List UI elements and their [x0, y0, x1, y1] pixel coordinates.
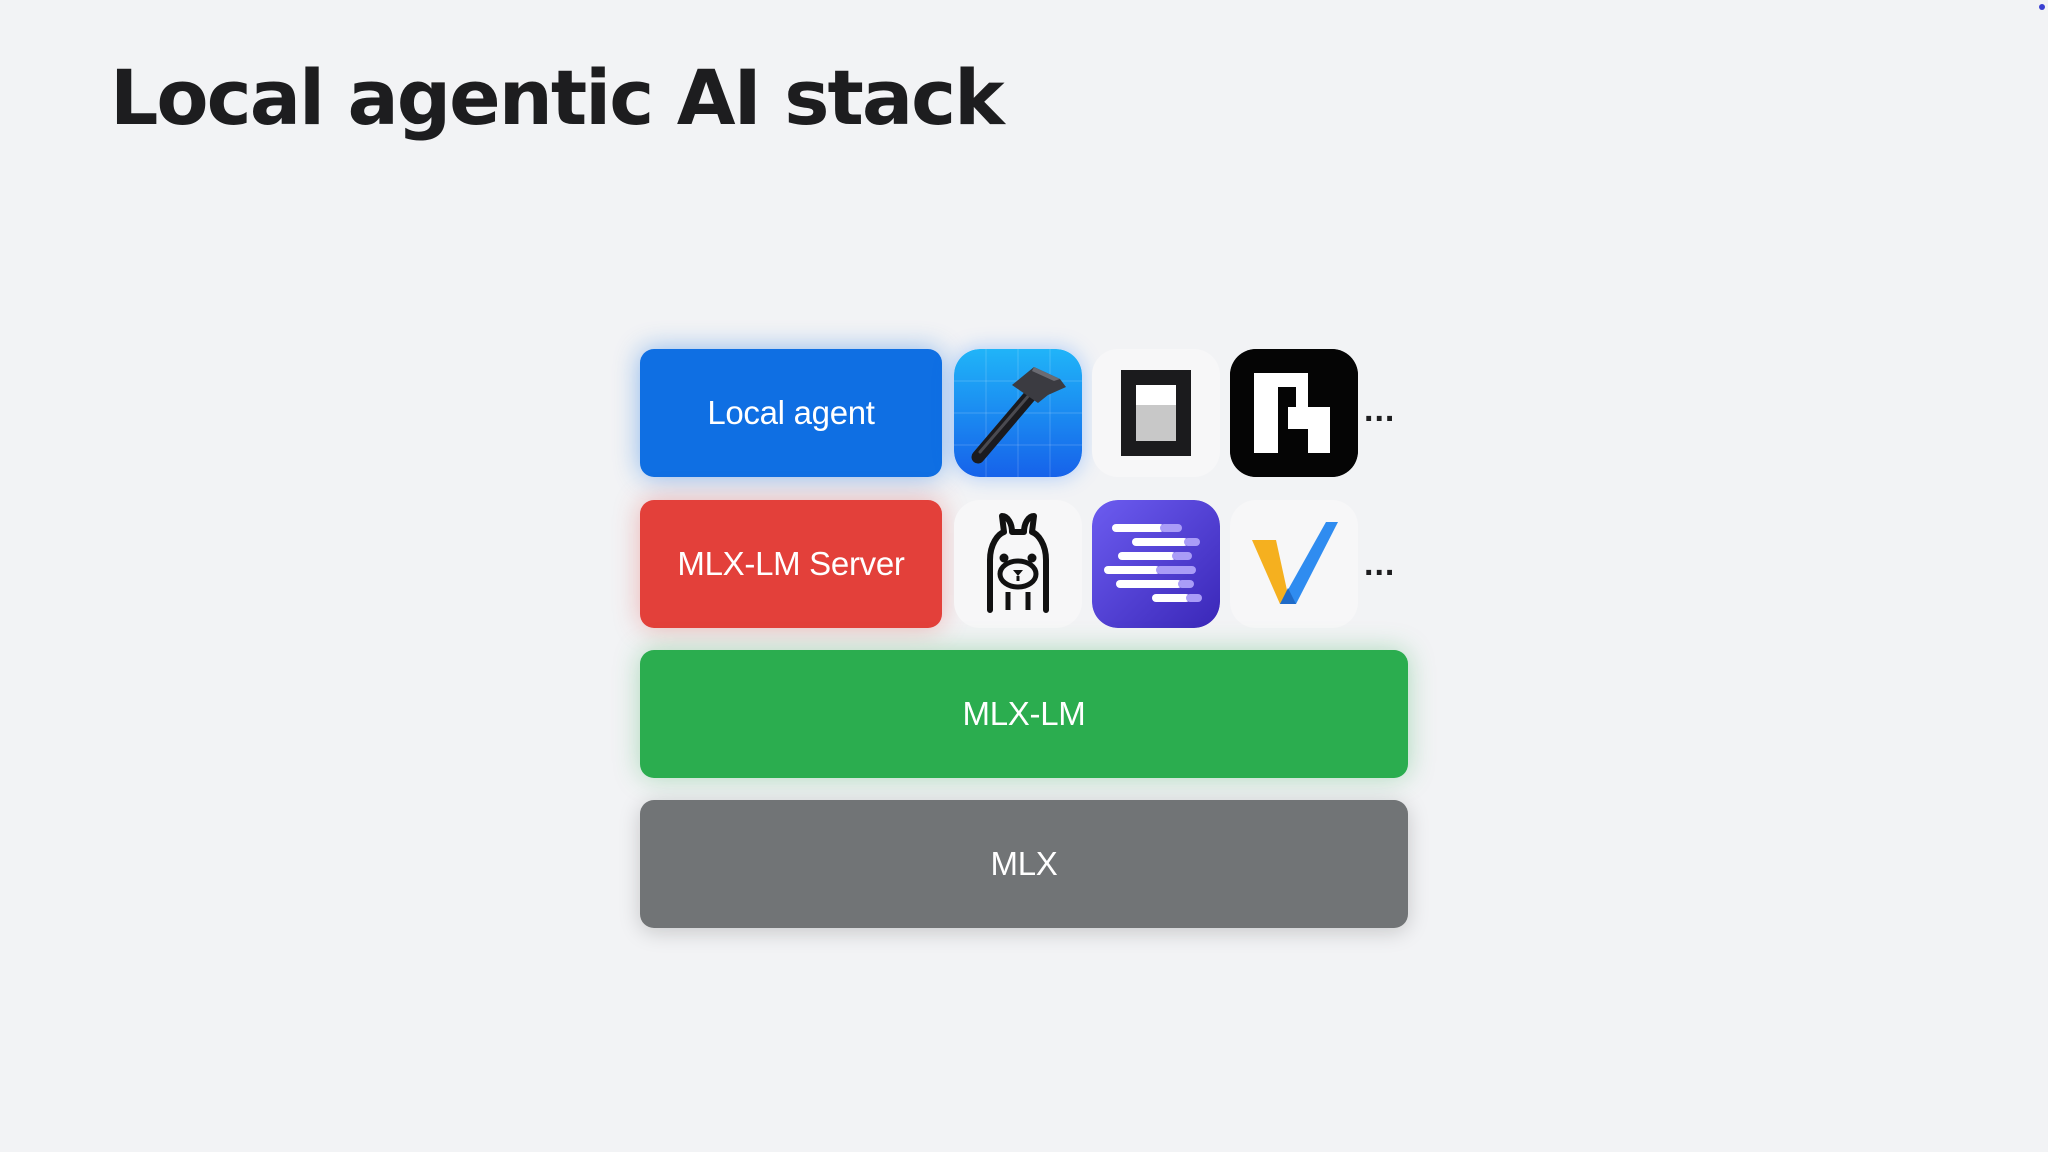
mlx-lm-server-label: MLX-LM Server — [677, 545, 905, 582]
mlx-lm-layer: MLX-LM — [640, 650, 1408, 778]
local-agent-layer: Local agent — [640, 349, 942, 477]
local-agent-label: Local agent — [707, 394, 875, 431]
code-terminal-icon — [1092, 349, 1220, 477]
mlx-lm-label: MLX-LM — [962, 695, 1086, 732]
pixel-logo-icon — [1230, 349, 1358, 477]
more-servers-ellipsis: ... — [1364, 545, 1396, 583]
mlx-lm-server-layer: MLX-LM Server — [640, 500, 942, 628]
xcode-hammer-icon — [954, 349, 1082, 477]
v-logo-icon — [1230, 500, 1358, 628]
ollama-llama-icon — [954, 500, 1082, 628]
page-title: Local agentic AI stack — [110, 53, 1005, 142]
more-agents-ellipsis: ... — [1364, 391, 1396, 429]
mlx-layer: MLX — [640, 800, 1408, 928]
text-lines-icon — [1092, 500, 1220, 628]
indicator-dot — [2039, 4, 2045, 10]
mlx-label: MLX — [990, 845, 1058, 882]
